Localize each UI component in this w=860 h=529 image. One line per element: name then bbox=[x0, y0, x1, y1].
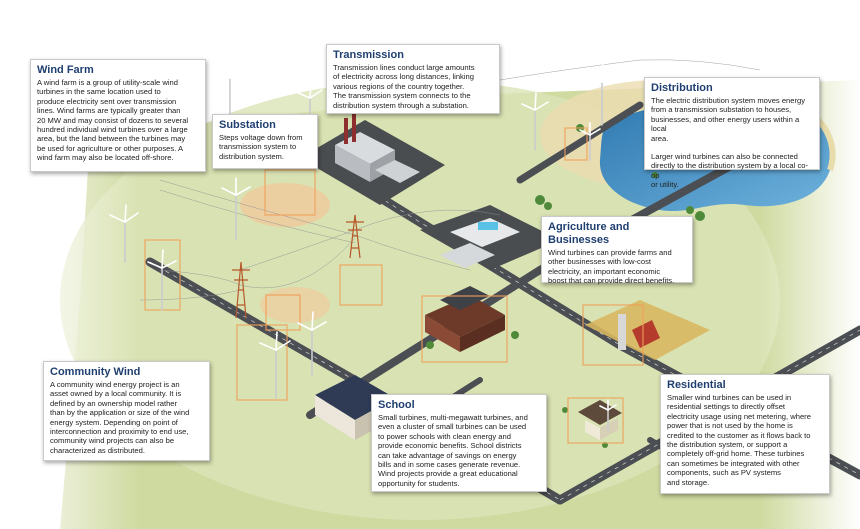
callout-substation: Substation Steps voltage down from trans… bbox=[212, 114, 318, 169]
callout-title: School bbox=[378, 399, 415, 411]
school-building bbox=[425, 286, 505, 352]
callout-body: Smaller wind turbines can be used in res… bbox=[667, 393, 811, 487]
callout-school: School Small turbines, multi-megawatt tu… bbox=[371, 394, 547, 492]
house bbox=[578, 400, 622, 440]
farm bbox=[585, 300, 710, 360]
callout-body: Small turbines, multi-megawatt turbines,… bbox=[378, 413, 528, 488]
callout-title: Wind Farm bbox=[37, 64, 94, 76]
callout-body: The electric distribution system moves e… bbox=[651, 96, 806, 143]
trees bbox=[426, 124, 705, 448]
callout-body: A wind farm is a group of utility-scale … bbox=[37, 78, 189, 163]
callout-wind-farm: Wind Farm A wind farm is a group of util… bbox=[30, 59, 206, 172]
callout-community-wind: Community Wind A community wind energy p… bbox=[43, 361, 210, 461]
callout-body: Steps voltage down from transmission sys… bbox=[219, 133, 303, 161]
business-site bbox=[420, 205, 560, 270]
callout-transmission: Transmission Transmission lines conduct … bbox=[326, 44, 500, 114]
transmission-towers bbox=[232, 214, 364, 319]
callout-title: Transmission bbox=[333, 49, 404, 61]
callout-agriculture: Agriculture and Businesses Wind turbines… bbox=[541, 216, 693, 286]
sand-patch bbox=[240, 183, 330, 227]
callout-title: Residential bbox=[667, 379, 726, 391]
callout-distribution: Distribution The electric distribution s… bbox=[644, 77, 820, 189]
power-plant bbox=[300, 114, 445, 205]
callout-residential: Residential Smaller wind turbines can be… bbox=[660, 374, 830, 494]
callout-title: Agriculture and Businesses bbox=[548, 221, 630, 246]
sand-patch bbox=[260, 287, 330, 323]
callout-title: Substation bbox=[219, 119, 276, 131]
callout-body-secondary: Larger wind turbines can also be connect… bbox=[651, 152, 809, 190]
callout-title: Distribution bbox=[651, 82, 713, 94]
callout-title: Community Wind bbox=[50, 366, 141, 378]
callout-body: Transmission lines conduct large amounts… bbox=[333, 63, 475, 110]
callout-body: A community wind energy project is an as… bbox=[50, 380, 190, 455]
callout-body: Wind turbines can provide farms and othe… bbox=[548, 248, 675, 286]
